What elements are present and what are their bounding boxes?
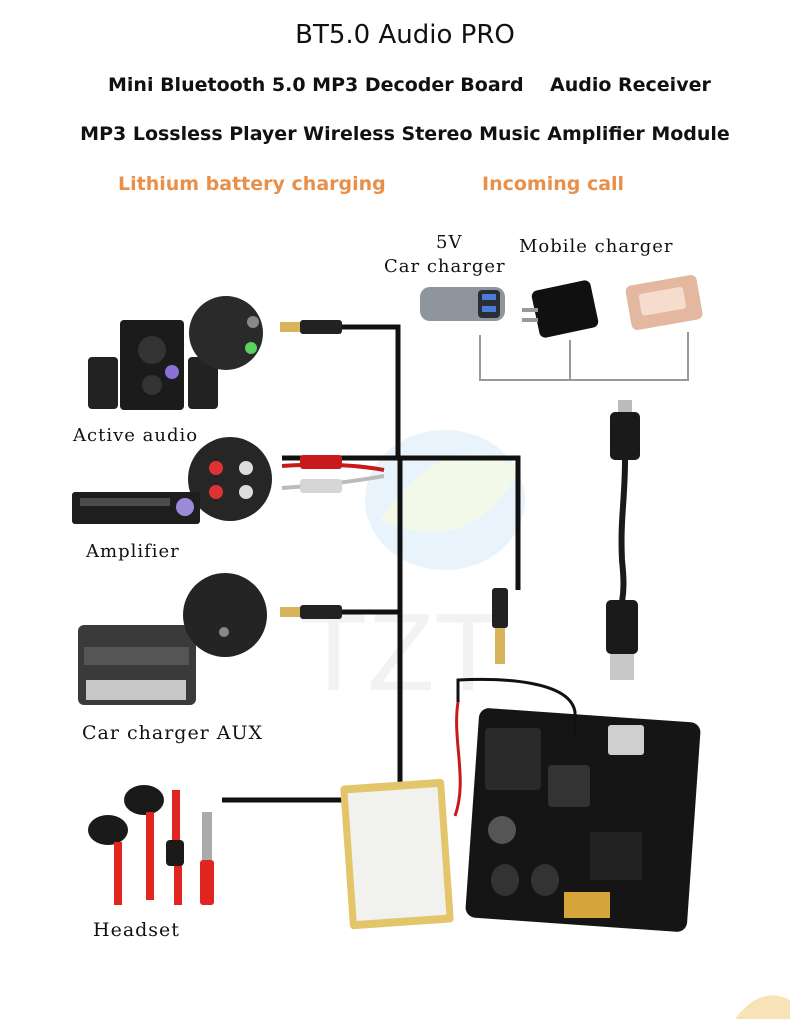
feature-battery-charging: Lithium battery charging: [118, 173, 386, 195]
label-car-charger-aux: Car charger AUX: [82, 722, 264, 744]
corner-badge: [735, 995, 790, 1019]
audio-cable: [222, 320, 521, 803]
feature-incoming-call: Incoming call: [482, 173, 625, 195]
micro-usb-cable: [606, 400, 640, 680]
subtitle-receiver: Audio Receiver: [550, 74, 711, 96]
lithium-battery-image: [340, 778, 454, 930]
headset-image: [88, 785, 214, 905]
page-title: BT5.0 Audio PRO: [295, 20, 515, 50]
label-mobile-charger: Mobile charger: [519, 236, 674, 257]
label-5v: 5V: [436, 232, 463, 253]
car-aux-image: [78, 573, 267, 705]
label-amplifier: Amplifier: [86, 541, 180, 562]
label-car-charger: Car charger: [384, 256, 506, 277]
subtitle-module: MP3 Lossless Player Wireless Stereo Musi…: [80, 123, 730, 145]
active-speakers-image: [88, 296, 263, 410]
wall-charger-image: [522, 280, 599, 338]
car-charger-image: [420, 287, 505, 321]
amplifier-image: [72, 437, 272, 524]
decoder-board-image: [453, 677, 701, 932]
label-active-audio: Active audio: [73, 425, 199, 446]
watermark-logo: TZT: [300, 430, 525, 714]
label-headset: Headset: [93, 919, 180, 941]
subtitle-product: Mini Bluetooth 5.0 MP3 Decoder Board: [108, 74, 524, 96]
power-bank-image: [625, 275, 703, 330]
